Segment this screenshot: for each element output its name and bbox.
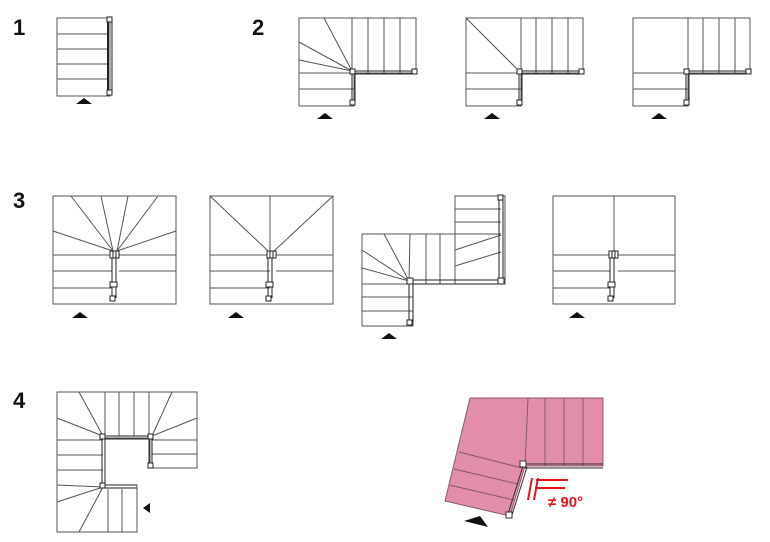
diagram-4b-angled-stair: [444, 397, 604, 527]
angle-marker: [527, 477, 568, 501]
section-label-3: 3: [13, 188, 26, 213]
diagram-3b-half-turn-diagonal-landings: [209, 195, 334, 318]
diagram-4a-u-shape-winders: [56, 391, 198, 533]
diagram-3d-half-turn-landings: [552, 195, 676, 318]
angle-note-text: ≠ 90°: [548, 494, 583, 511]
diagram-2b-quarter-turn-diagonal-landing: [465, 17, 585, 119]
diagram-2c-quarter-turn-square-landing: [632, 17, 752, 119]
diagram-3c-three-flight-winders: [361, 194, 506, 339]
section-label-2: 2: [252, 15, 265, 40]
diagram-3a-half-turn-winders: [52, 195, 177, 318]
diagram-2a-quarter-turn-winders: [298, 17, 418, 119]
section-label-1: 1: [13, 15, 26, 40]
diagram-1-straight-flight: [56, 16, 113, 104]
section-label-4: 4: [13, 388, 26, 413]
